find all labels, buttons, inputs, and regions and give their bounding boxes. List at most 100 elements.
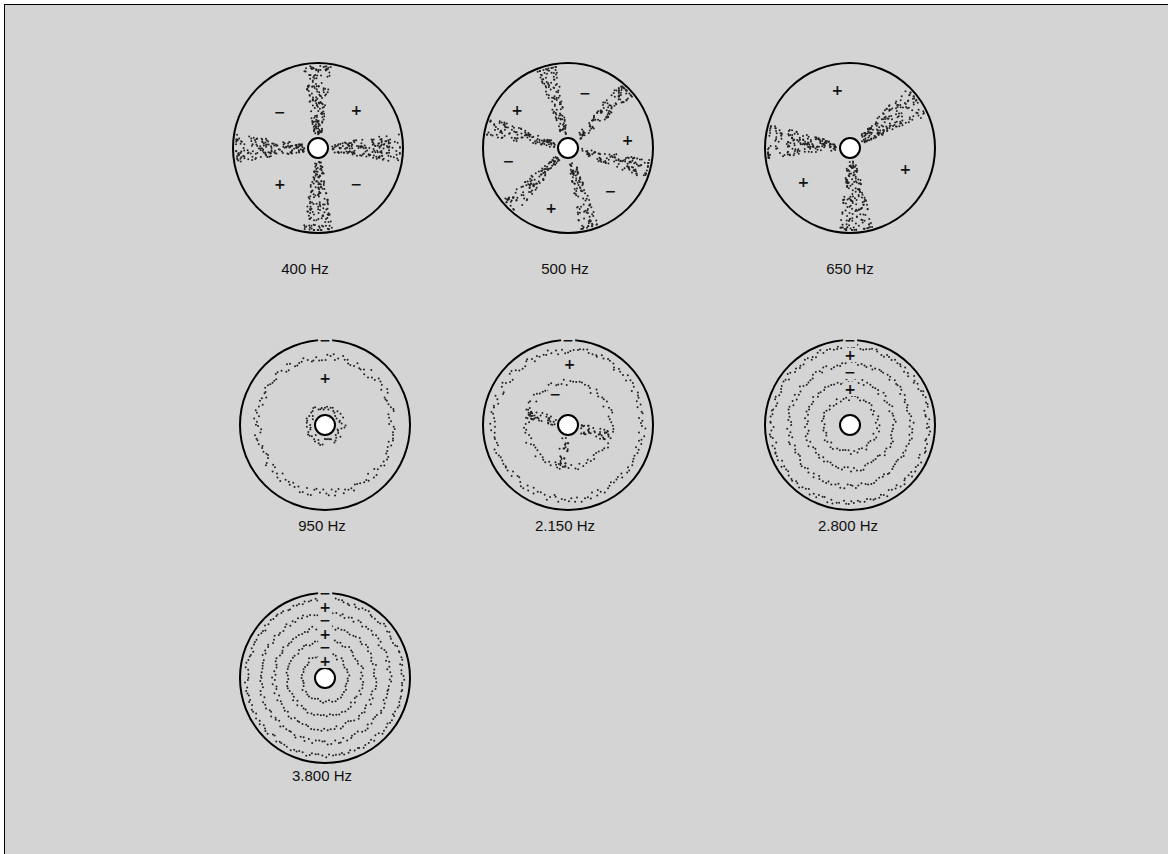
sand-dot [542,82,544,84]
sand-dot [360,146,362,148]
sand-dot [392,147,394,149]
sand-dot [254,434,256,436]
sand-dot [604,160,606,162]
sand-dot [596,111,598,113]
sand-dot [319,444,321,446]
sand-dot [371,139,373,141]
sand-dot [550,162,552,164]
sand-dot [577,182,579,184]
sand-dot [819,141,821,143]
sand-dot [325,93,327,95]
sand-dot [544,140,546,142]
sand-dot [607,116,609,118]
sand-dot [600,111,602,113]
sand-dot [317,181,319,183]
sand-dot [386,450,388,452]
sand-dot [308,215,310,217]
sand-dot [553,157,555,159]
sand-dot [808,144,810,146]
sand-dot [812,144,814,146]
sand-dot [381,144,383,146]
sand-dot [331,146,333,148]
sand-dot [309,202,311,204]
sand-dot [517,137,519,139]
sand-dot [577,172,579,174]
sand-dot [540,76,542,78]
sand-dot [821,140,823,142]
sand-dot [796,131,798,133]
sand-dot [590,127,592,129]
sand-dot [490,120,492,122]
sand-dot [342,142,344,144]
sand-dot [334,495,336,497]
sand-dot [497,137,499,139]
sand-dot [561,106,563,108]
sand-dot [390,444,392,446]
sand-dot [576,168,578,170]
sand-dot [886,117,888,119]
sand-dot [515,200,517,202]
sand-dot [902,106,904,108]
sand-dot [317,69,319,71]
sand-dot [376,158,378,160]
sand-dot [901,122,903,124]
sand-dot [775,130,777,132]
sand-dot [314,115,316,117]
sand-dot [387,392,389,394]
sand-dot [577,219,579,221]
sand-dot [344,489,346,491]
sand-dot [305,226,307,228]
sand-dot [779,129,781,131]
sand-dot [386,135,388,137]
sand-dot [884,121,886,123]
sand-dot [313,438,315,440]
sand-dot [266,462,268,464]
sand-dot [620,86,622,88]
sand-dot [261,138,263,140]
sand-dot [313,193,315,195]
sand-dot [302,150,304,152]
sand-dot [243,150,245,152]
sand-dot [559,86,561,88]
sand-dot [526,134,528,136]
sand-dot [258,415,260,417]
sand-dot [644,174,646,176]
sand-dot [619,160,621,162]
sand-dot [547,168,549,170]
sand-dot [489,121,491,123]
sand-dot [851,178,853,180]
sand-dot [579,186,581,188]
sand-dot [849,212,851,214]
sand-dot [346,147,348,149]
sand-dot [556,99,558,101]
sand-dot [314,125,316,127]
sand-dot [578,219,580,221]
sand-dot [530,183,532,185]
sand-dot [579,176,581,178]
sand-dot [327,438,329,440]
sand-dot [330,66,332,68]
sand-dot [351,147,353,149]
sand-dot [594,119,596,121]
sand-dot [855,191,857,193]
sand-dot [486,134,488,136]
sand-dot [528,191,530,193]
sand-dot [574,171,576,173]
sand-dot [303,224,305,226]
sand-dot [644,172,646,174]
sand-dot [608,104,610,106]
sand-dot [322,214,324,216]
sand-dot [853,165,855,167]
sand-dot [323,91,325,93]
sand-dot [867,208,869,210]
sand-dot [532,142,534,144]
sand-dot [381,384,383,386]
sand-dot [630,95,632,97]
sand-dot [294,365,296,367]
sand-dot [849,196,851,198]
sand-dot [535,182,537,184]
sand-dot [828,140,830,142]
sand-dot [571,180,573,182]
sand-dot [347,489,349,491]
sand-dot [386,152,388,154]
